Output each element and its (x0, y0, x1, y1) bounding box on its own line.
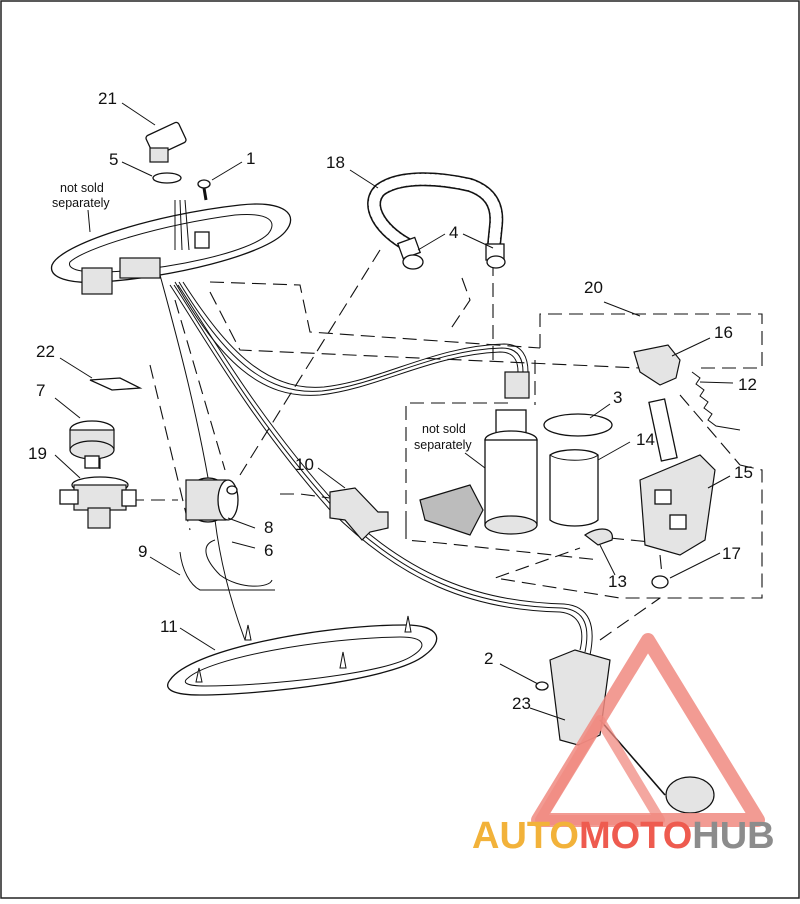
note-pump-line1: not sold (422, 422, 466, 436)
callout-3: 3 (613, 388, 622, 407)
callout-20: 20 (584, 278, 603, 297)
callout-21: 21 (98, 89, 117, 108)
pressure-regulator-7 (69, 420, 115, 469)
boundary-sender (494, 464, 763, 599)
callout-1: 1 (246, 149, 255, 168)
band-clamp-3 (543, 413, 613, 437)
callout-13: 13 (608, 572, 627, 591)
watermark-auto: AUTO (472, 815, 579, 857)
gasket-11 (167, 615, 438, 696)
watermark-text: AUTOMOTOHUB (472, 815, 775, 857)
callout-9: 9 (138, 542, 147, 561)
boundary-20 (539, 313, 763, 369)
dash-line-k (679, 394, 741, 466)
callout-16: 16 (714, 323, 733, 342)
clip-22 (89, 377, 143, 391)
wire-harness (159, 274, 593, 656)
dash-line-c (149, 364, 191, 531)
top-flange-plate (50, 199, 292, 295)
callout-4: 4 (449, 223, 458, 242)
connector-16 (633, 344, 681, 386)
callout-10: 10 (295, 455, 314, 474)
callout-numbers: 21 5 1 18 4 22 7 19 10 8 6 9 11 20 16 12… (28, 89, 757, 713)
sleeve-14 (549, 449, 599, 527)
callout-7: 7 (36, 381, 45, 400)
fuel-pump (419, 371, 538, 536)
callout-14: 14 (636, 430, 655, 449)
note-pump-line2: separately (414, 438, 472, 452)
dash-line-a (209, 281, 541, 349)
boundary-pump-top (405, 402, 510, 525)
connector-21 (145, 121, 187, 184)
wire-clip-6 (205, 539, 273, 587)
callout-6: 6 (264, 541, 273, 560)
grommet-5 (152, 172, 182, 184)
bracket-10 (329, 487, 389, 541)
callout-2: 2 (484, 649, 493, 668)
watermark-moto: MOTO (579, 815, 692, 857)
note-top-line1: not sold (60, 181, 104, 195)
dash-line-g (449, 277, 471, 331)
hose-18 (367, 172, 505, 261)
leader-lines (54, 102, 734, 721)
watermark-hub: HUB (692, 815, 774, 857)
note-top-flange: not sold separately (52, 181, 110, 210)
float (665, 776, 715, 814)
dash-line-l (609, 537, 651, 543)
note-top-line2: separately (52, 196, 110, 210)
callout-23: 23 (512, 694, 531, 713)
dash-line-m (659, 554, 663, 576)
clip-13 (583, 528, 613, 546)
callout-19: 19 (28, 444, 47, 463)
watermark-logo: AUTOMOTOHUB (472, 633, 775, 857)
dash-line-b (209, 291, 641, 369)
callout-8: 8 (264, 518, 273, 537)
callout-11: 11 (160, 617, 178, 636)
dash-line-e (239, 249, 381, 476)
pump-strainer (419, 484, 484, 536)
screw-2 (535, 681, 549, 691)
dash-line-j (599, 597, 661, 641)
retainer-9 (179, 551, 275, 591)
fuel-filter-8 (185, 477, 239, 523)
callout-17: 17 (722, 544, 741, 563)
sender-bracket-15 (639, 398, 716, 556)
assembly-boundaries (99, 249, 763, 641)
dash-line-f (280, 493, 331, 499)
nut-17 (651, 575, 669, 589)
spring-12 (691, 371, 741, 431)
boundary-pump-bottom (405, 525, 601, 561)
callout-12: 12 (738, 375, 757, 394)
dash-line-d (174, 299, 226, 471)
regulator-housing-19 (59, 476, 137, 529)
callout-18: 18 (326, 153, 345, 172)
note-fuel-pump: not sold separately (414, 422, 472, 452)
callout-22: 22 (36, 342, 55, 361)
screw-1 (197, 179, 211, 201)
callout-5: 5 (109, 150, 118, 169)
clamp-4 (402, 254, 506, 270)
callout-15: 15 (734, 463, 753, 482)
